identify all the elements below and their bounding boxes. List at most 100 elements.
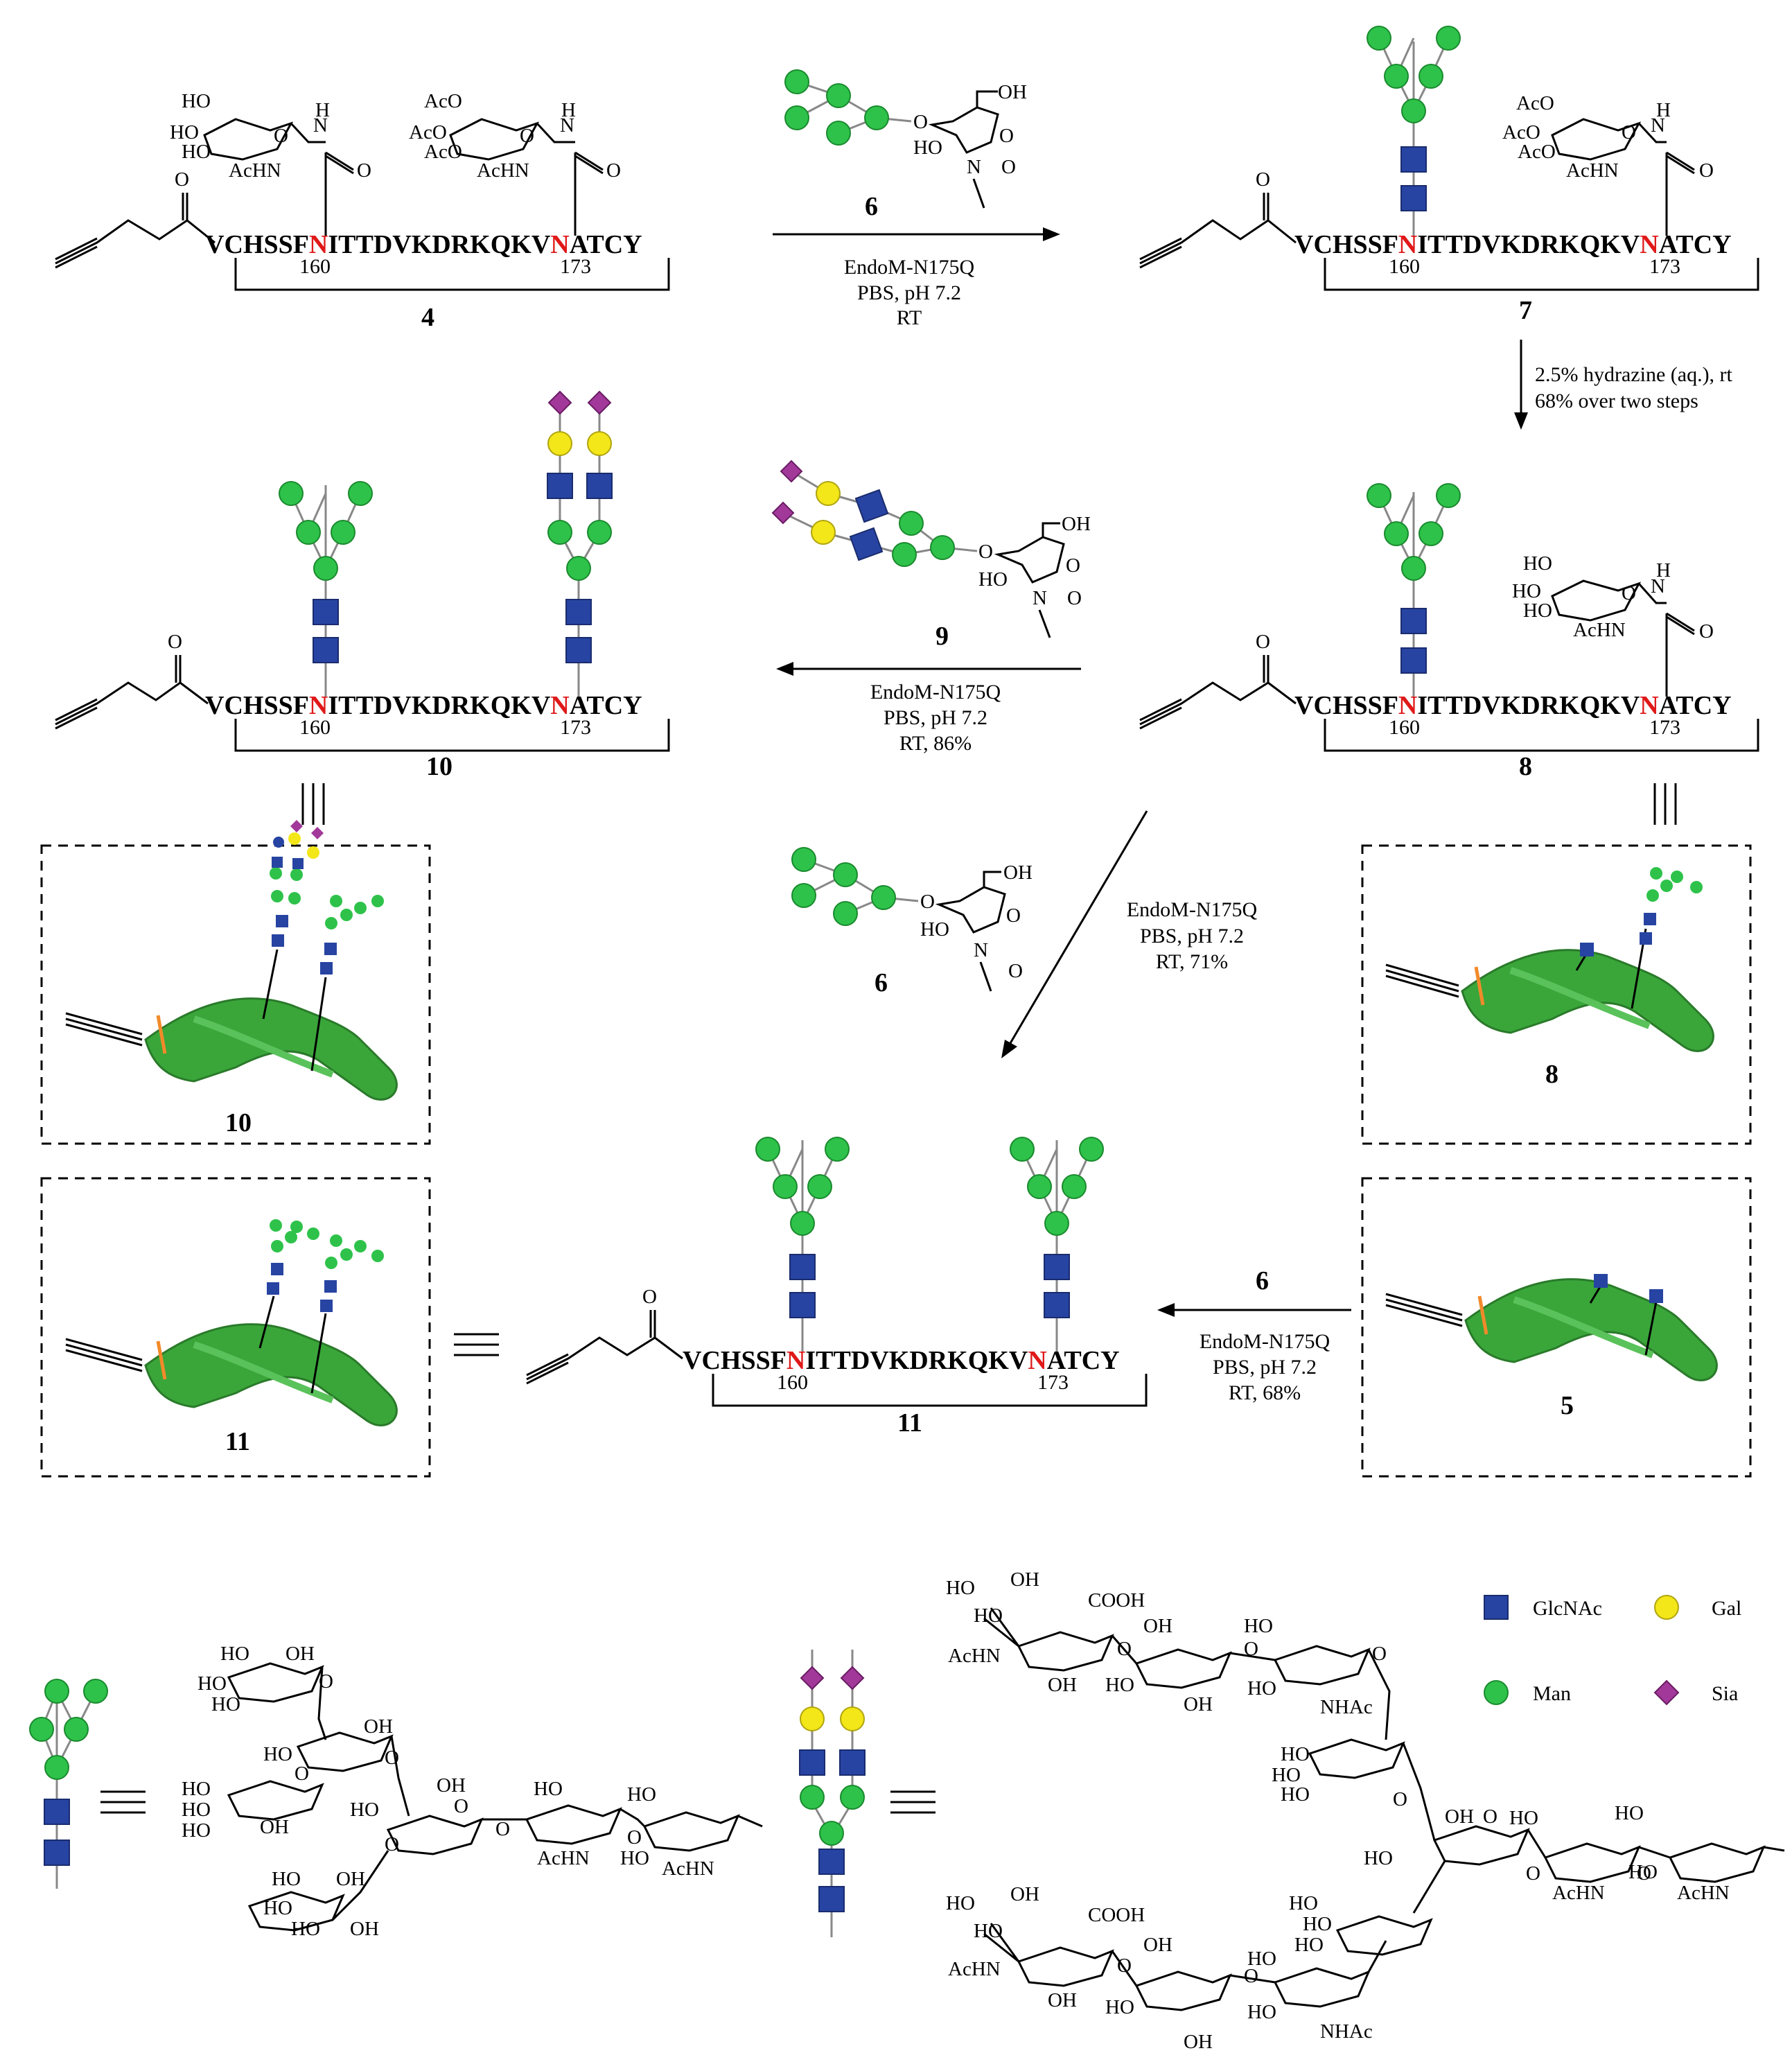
man5-glycan-11a: [755, 1137, 850, 1352]
svg-text:O: O: [978, 541, 993, 563]
reaction-arrow-5: 6 EndoM-N175Q PBS, pH 7.2 RT, 68%: [1157, 1266, 1351, 1404]
svg-text:H: H: [1656, 559, 1671, 582]
svg-text:RT, 86%: RT, 86%: [899, 732, 972, 755]
svg-text:O: O: [1622, 582, 1636, 604]
man5-glycan-8: [1367, 483, 1461, 697]
svg-text:N: N: [560, 114, 574, 137]
svg-text:EndoM-N175Q: EndoM-N175Q: [1127, 898, 1258, 921]
svg-text:PBS, pH 7.2: PBS, pH 7.2: [1140, 925, 1244, 947]
svg-text:PBS, pH 7.2: PBS, pH 7.2: [1213, 1356, 1317, 1379]
svg-text:N: N: [313, 114, 328, 137]
svg-text:HO: HO: [1244, 1615, 1273, 1637]
reaction-arrow-2: 2.5% hydrazine (aq.), rt 68% over two st…: [1514, 340, 1733, 430]
svg-text:160: 160: [1389, 255, 1420, 278]
svg-text:11: 11: [897, 1408, 922, 1438]
svg-text:OH: OH: [1143, 1615, 1172, 1637]
svg-text:HO: HO: [1247, 1677, 1276, 1700]
svg-text:4: 4: [421, 303, 434, 332]
svg-text:N: N: [967, 156, 981, 178]
svg-text:AcHN: AcHN: [229, 159, 281, 182]
svg-text:VCHSSFNITTDVKDRKQKVNATCY: VCHSSFNITTDVKDRKQKVNATCY: [683, 1346, 1120, 1375]
svg-text:160: 160: [299, 255, 331, 278]
glcnac-monosaccharide-4a: HO HO HO AcHN O N H O: [170, 90, 371, 236]
svg-text:O: O: [520, 125, 534, 147]
svg-text:EndoM-N175Q: EndoM-N175Q: [1200, 1330, 1330, 1353]
svg-text:HO: HO: [1509, 1807, 1538, 1829]
glcnac-monosaccharide-8: HO HO HO AcHN O N H O: [1512, 552, 1714, 697]
svg-text:7: 7: [1519, 296, 1532, 325]
svg-text:Man: Man: [1533, 1682, 1571, 1705]
svg-text:OH: OH: [1010, 1883, 1039, 1905]
svg-text:6: 6: [1256, 1266, 1269, 1295]
svg-text:COOH: COOH: [1088, 1904, 1145, 1926]
svg-text:O: O: [999, 125, 1014, 147]
svg-text:HO: HO: [182, 90, 211, 112]
svg-text:N: N: [1651, 575, 1665, 597]
svg-text:O: O: [1244, 1965, 1258, 1987]
svg-text:O: O: [1117, 1638, 1132, 1660]
svg-text:Sia: Sia: [1712, 1682, 1738, 1705]
svg-text:AcO: AcO: [1518, 141, 1556, 163]
svg-text:HO: HO: [534, 1778, 563, 1800]
sialyl-glycan-oxazoline-9: O OH HO O N O: [771, 460, 1091, 638]
svg-text:HO: HO: [1512, 580, 1541, 602]
svg-text:H: H: [561, 99, 576, 121]
svg-text:RT: RT: [897, 306, 922, 329]
svg-text:6: 6: [875, 968, 888, 997]
svg-text:O: O: [168, 631, 182, 653]
svg-text:HO: HO: [1247, 2001, 1276, 2023]
svg-text:160: 160: [777, 1371, 808, 1394]
reaction-arrow-4: O OH HO O N O 6 EndoM-N175Q PBS, pH 7.2 …: [791, 810, 1258, 1058]
svg-text:O: O: [295, 1763, 309, 1785]
svg-text:O: O: [175, 168, 189, 191]
svg-text:OH: OH: [1010, 1569, 1039, 1591]
reaction-arrow-3: O OH HO O N O 9 EndoM-N175Q PBS, pH 7.2 …: [771, 460, 1091, 755]
svg-text:O: O: [1483, 1806, 1497, 1828]
svg-text:160: 160: [299, 716, 331, 739]
svg-text:AcO: AcO: [424, 90, 462, 112]
reaction-arrow-1: O OH HO O N O 6 EndoM-N175Q PBS, pH 7.2 …: [773, 69, 1060, 329]
man5-glycan-10: [279, 481, 373, 697]
svg-text:5: 5: [1561, 1391, 1574, 1420]
svg-text:EndoM-N175Q: EndoM-N175Q: [844, 256, 975, 279]
compound-7: O VCHSSFNITTDVKDRKQKVNATCY 160 173: [1139, 26, 1759, 325]
peptide-sequence-7: VCHSSFNITTDVKDRKQKVNATCY 160 173: [1294, 230, 1759, 291]
svg-text:8: 8: [1519, 752, 1532, 781]
svg-text:8: 8: [1545, 1060, 1558, 1089]
svg-text:O: O: [606, 159, 621, 182]
svg-text:OH: OH: [1003, 862, 1033, 884]
monosaccharide-legend: GlcNAc Gal Man Sia: [1484, 1595, 1741, 1706]
svg-text:O: O: [1008, 960, 1023, 982]
svg-text:O: O: [642, 1286, 657, 1308]
svg-text:N: N: [974, 939, 988, 961]
svg-text:AcO: AcO: [1502, 121, 1540, 143]
svg-text:O: O: [385, 1747, 399, 1769]
svg-text:O: O: [913, 111, 928, 133]
svg-text:O: O: [454, 1795, 468, 1817]
svg-text:O: O: [274, 125, 288, 147]
sialyl-glycan-legend: [799, 1650, 866, 1937]
svg-text:OH: OH: [1048, 1674, 1077, 1696]
svg-text:173: 173: [560, 716, 591, 739]
sialyl-chemical-labels: HO OH HO COOH AcHN OH OH O HO OH O HO HO O…: [946, 1569, 1730, 2053]
svg-text:O: O: [1244, 1638, 1258, 1660]
svg-text:HO: HO: [1289, 1892, 1318, 1914]
svg-text:PBS, pH 7.2: PBS, pH 7.2: [884, 706, 987, 729]
svg-text:AcHN: AcHN: [948, 1958, 1001, 1980]
glycan-oxazoline-6-middle: O OH HO O N O: [791, 847, 1033, 992]
svg-text:173: 173: [1649, 716, 1680, 739]
protein-model-10-box: 10: [40, 820, 431, 1145]
svg-text:O: O: [627, 1826, 642, 1849]
compound-4: O VCHSSFNITTDVKDRKQKVNATCY 160 173 HO HO…: [55, 90, 670, 332]
man5-glycan-11b: [1010, 1137, 1104, 1352]
svg-text:HO: HO: [170, 121, 199, 143]
sialyl-chemical-structure: [983, 1607, 1785, 2011]
svg-text:O: O: [357, 159, 371, 182]
svg-text:OH: OH: [437, 1774, 466, 1797]
svg-text:O: O: [1067, 587, 1082, 609]
svg-text:O: O: [1001, 156, 1016, 178]
svg-text:HO: HO: [197, 1672, 227, 1695]
svg-text:OH: OH: [336, 1868, 365, 1890]
